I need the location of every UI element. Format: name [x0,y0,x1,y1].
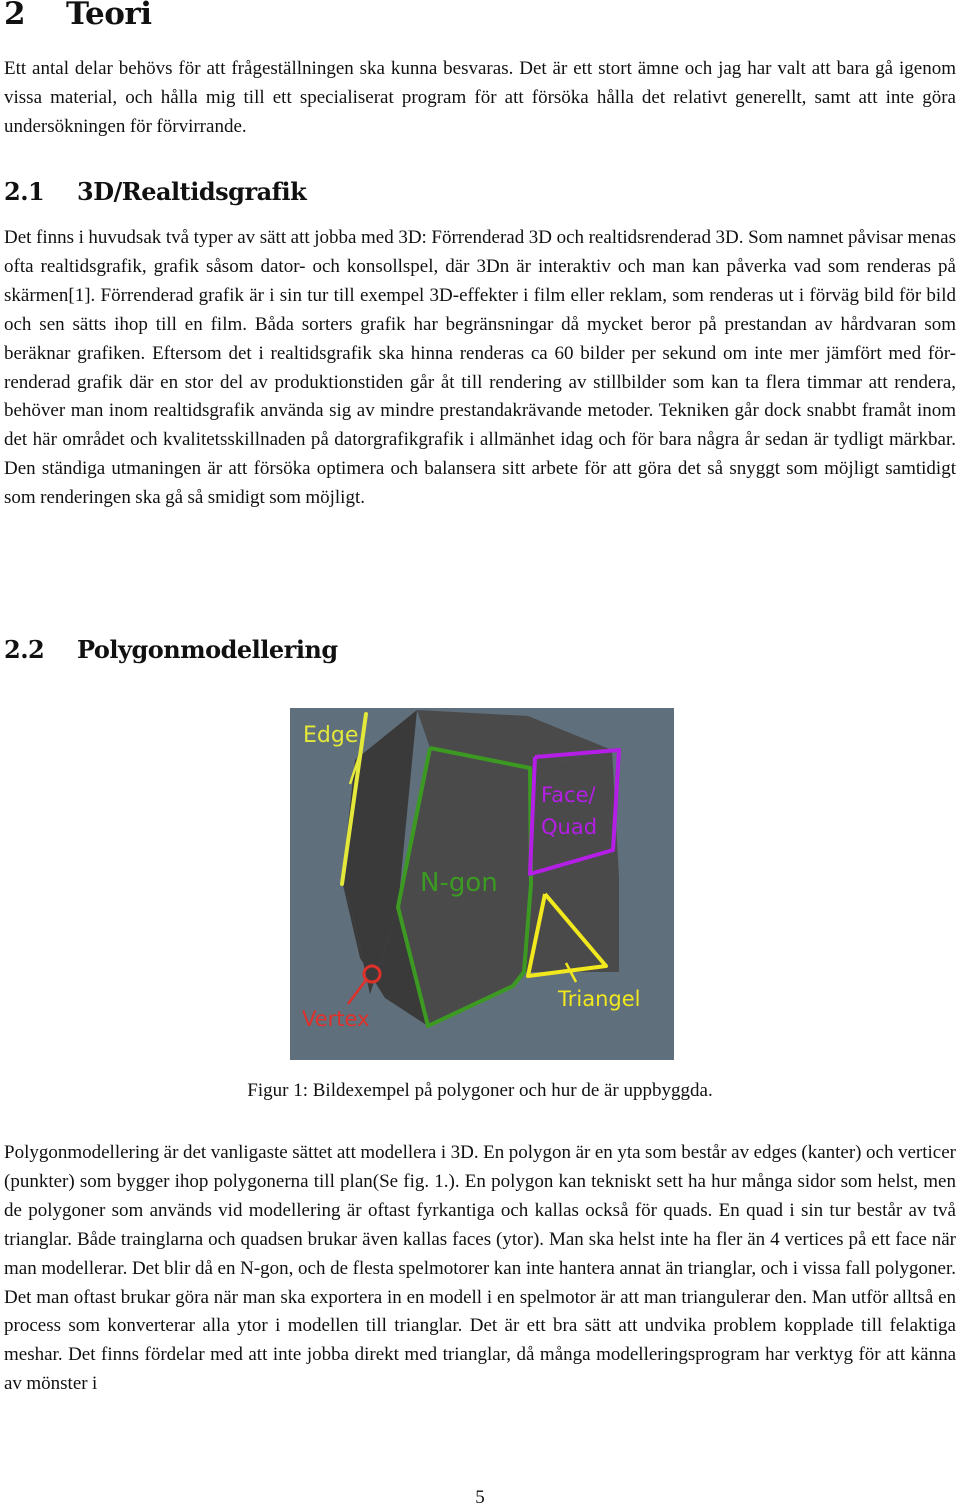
ngon-face [398,748,531,1026]
section-number: 2.1 [4,177,45,206]
polygon-figure: Edge Face/ Quad N-gon Triangel Vertex [290,708,674,1060]
polygon-diagram: Edge Face/ Quad N-gon Triangel Vertex [290,708,674,1060]
edge-highlight [340,712,368,886]
section-heading-polygon: 2.2 Polygonmodellering [4,635,338,665]
realtime-paragraph: Det finns i huvudsak två typer av sätt a… [4,227,956,509]
section-title: 3D/Realtidsgrafik [77,177,307,206]
chapter-number: 2 [4,0,26,32]
mesh-left-facet [342,710,417,994]
edge-label: Edge [303,723,358,748]
chapter-title-text: Teori [66,0,152,32]
figure-caption: Figur 1: Bildexempel på polygoner och hu… [247,1080,713,1101]
section-heading-realtime: 2.1 3D/Realtidsgrafik [4,177,307,207]
face-quad-label-line2: Quad [541,815,597,839]
section-title: Polygonmodellering [77,635,338,664]
triangle-label: Triangel [557,987,640,1011]
section-number: 2.2 [4,635,45,664]
mesh-bottom-facet [342,881,428,1026]
quad-outline [528,748,621,876]
chapter-title: 2 Teori [4,0,152,36]
ngon-outline [396,746,533,1028]
face-quad-label-line1: Face/ [541,783,596,807]
triangle-pointer [564,962,578,983]
intro-paragraph: Ett antal delar behövs för att frågestäl… [4,58,956,137]
vertex-pointer [347,979,367,1005]
vertex-label: Vertex [302,1007,370,1031]
ngon-label: N-gon [420,868,498,898]
edge-pointer [348,747,364,785]
polygon-paragraph: Polygonmodellering är det vanligaste sät… [4,1142,956,1395]
page-number: 5 [475,1487,485,1508]
vertex-marker [362,964,382,984]
triangle-outline [526,892,608,978]
